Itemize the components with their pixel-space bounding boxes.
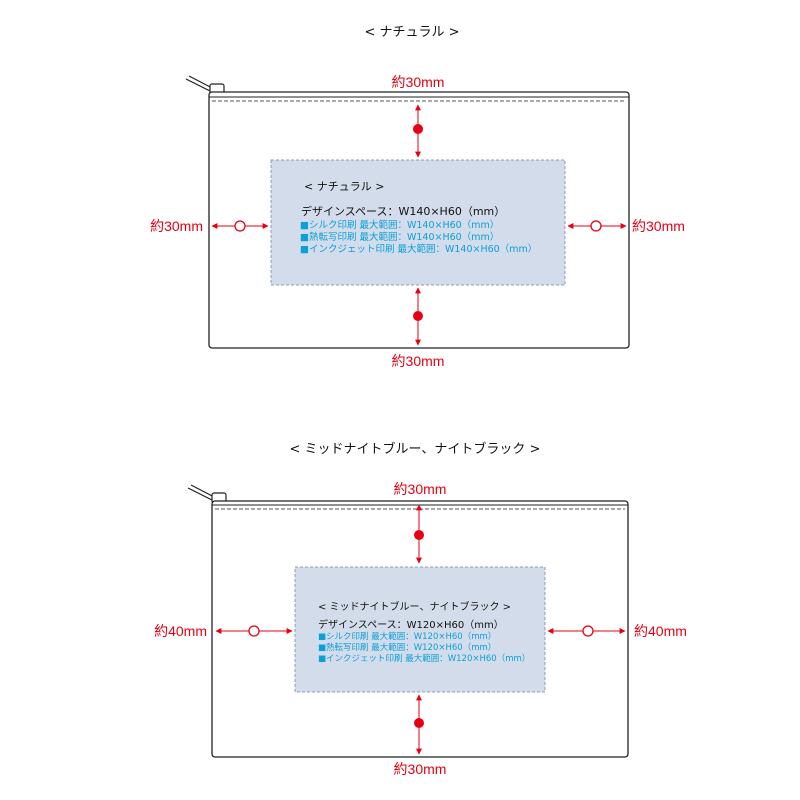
natural-section-title: < ナチュラル > — [364, 25, 459, 40]
midnight-dim-right-label: 約40mm — [634, 623, 687, 639]
midnight-dim-bottom-label: 約30mm — [394, 761, 447, 777]
midnight-method-inkjet: ■インクジェット印刷 最大範囲：W120×H60（mm） — [318, 653, 530, 664]
midnight-method-silk: ■シルク印刷 最大範囲：W120×H60（mm） — [318, 631, 496, 642]
midnight-method-heat-transfer: ■熱転写印刷 最大範囲：W120×H60（mm） — [318, 642, 496, 653]
midnight-dim-right: 約40mm — [547, 623, 687, 639]
midnight-dim-top-label: 約30mm — [394, 481, 447, 497]
midnight-design-area — [294, 566, 546, 693]
dim-marker-dot — [413, 311, 423, 321]
dim-marker-circle — [234, 220, 246, 232]
dim-marker-dot — [413, 124, 423, 134]
natural-dim-left-label: 約30mm — [150, 218, 203, 234]
midnight-dim-bottom: 約30mm — [394, 694, 447, 777]
dim-marker-circle — [248, 625, 260, 637]
natural-dim-left: 約30mm — [150, 218, 269, 234]
midnight-section-title: < ミッドナイトブルー、ナイトブラック > — [290, 441, 541, 457]
natural-pouch: < ナチュラル > デザインスペース：W140×H60（mm） ■シルク印刷 最… — [185, 75, 630, 349]
midnight-box-title: < ミッドナイトブルー、ナイトブラック > — [318, 600, 511, 613]
midnight-dim-left: 約40mm — [154, 623, 293, 639]
midnight-pouch: < ミッドナイトブルー、ナイトブラック > デザインスペース：W120×H60（… — [187, 484, 629, 758]
natural-dim-top-label: 約30mm — [392, 74, 445, 90]
dim-marker-dot — [414, 530, 424, 540]
natural-dim-right: 約30mm — [567, 218, 685, 234]
natural-dim-bottom: 約30mm — [392, 287, 445, 369]
dim-marker-circle — [582, 625, 594, 637]
midnight-dim-top: 約30mm — [394, 481, 447, 564]
dim-marker-dot — [414, 718, 424, 728]
midnight-design-space: デザインスペース：W120×H60（mm） — [318, 618, 504, 631]
zipper-pull-icon — [185, 75, 225, 95]
natural-method-inkjet: ■インクジェット印刷 最大範囲：W140×H60（mm） — [300, 243, 537, 255]
natural-dim-right-label: 約30mm — [632, 218, 685, 234]
dim-marker-circle — [590, 220, 602, 232]
natural-box-title: < ナチュラル > — [304, 180, 384, 193]
natural-method-silk: ■シルク印刷 最大範囲：W140×H60（mm） — [300, 219, 499, 231]
midnight-dim-left-label: 約40mm — [154, 623, 207, 639]
natural-dim-top: 約30mm — [392, 74, 445, 158]
zipper-pull-icon — [187, 484, 227, 504]
natural-design-space: デザインスペース：W140×H60（mm） — [301, 204, 505, 218]
natural-method-heat-transfer: ■熱転写印刷 最大範囲：W140×H60（mm） — [300, 231, 499, 243]
natural-design-area — [270, 159, 566, 286]
natural-dim-bottom-label: 約30mm — [392, 353, 445, 369]
